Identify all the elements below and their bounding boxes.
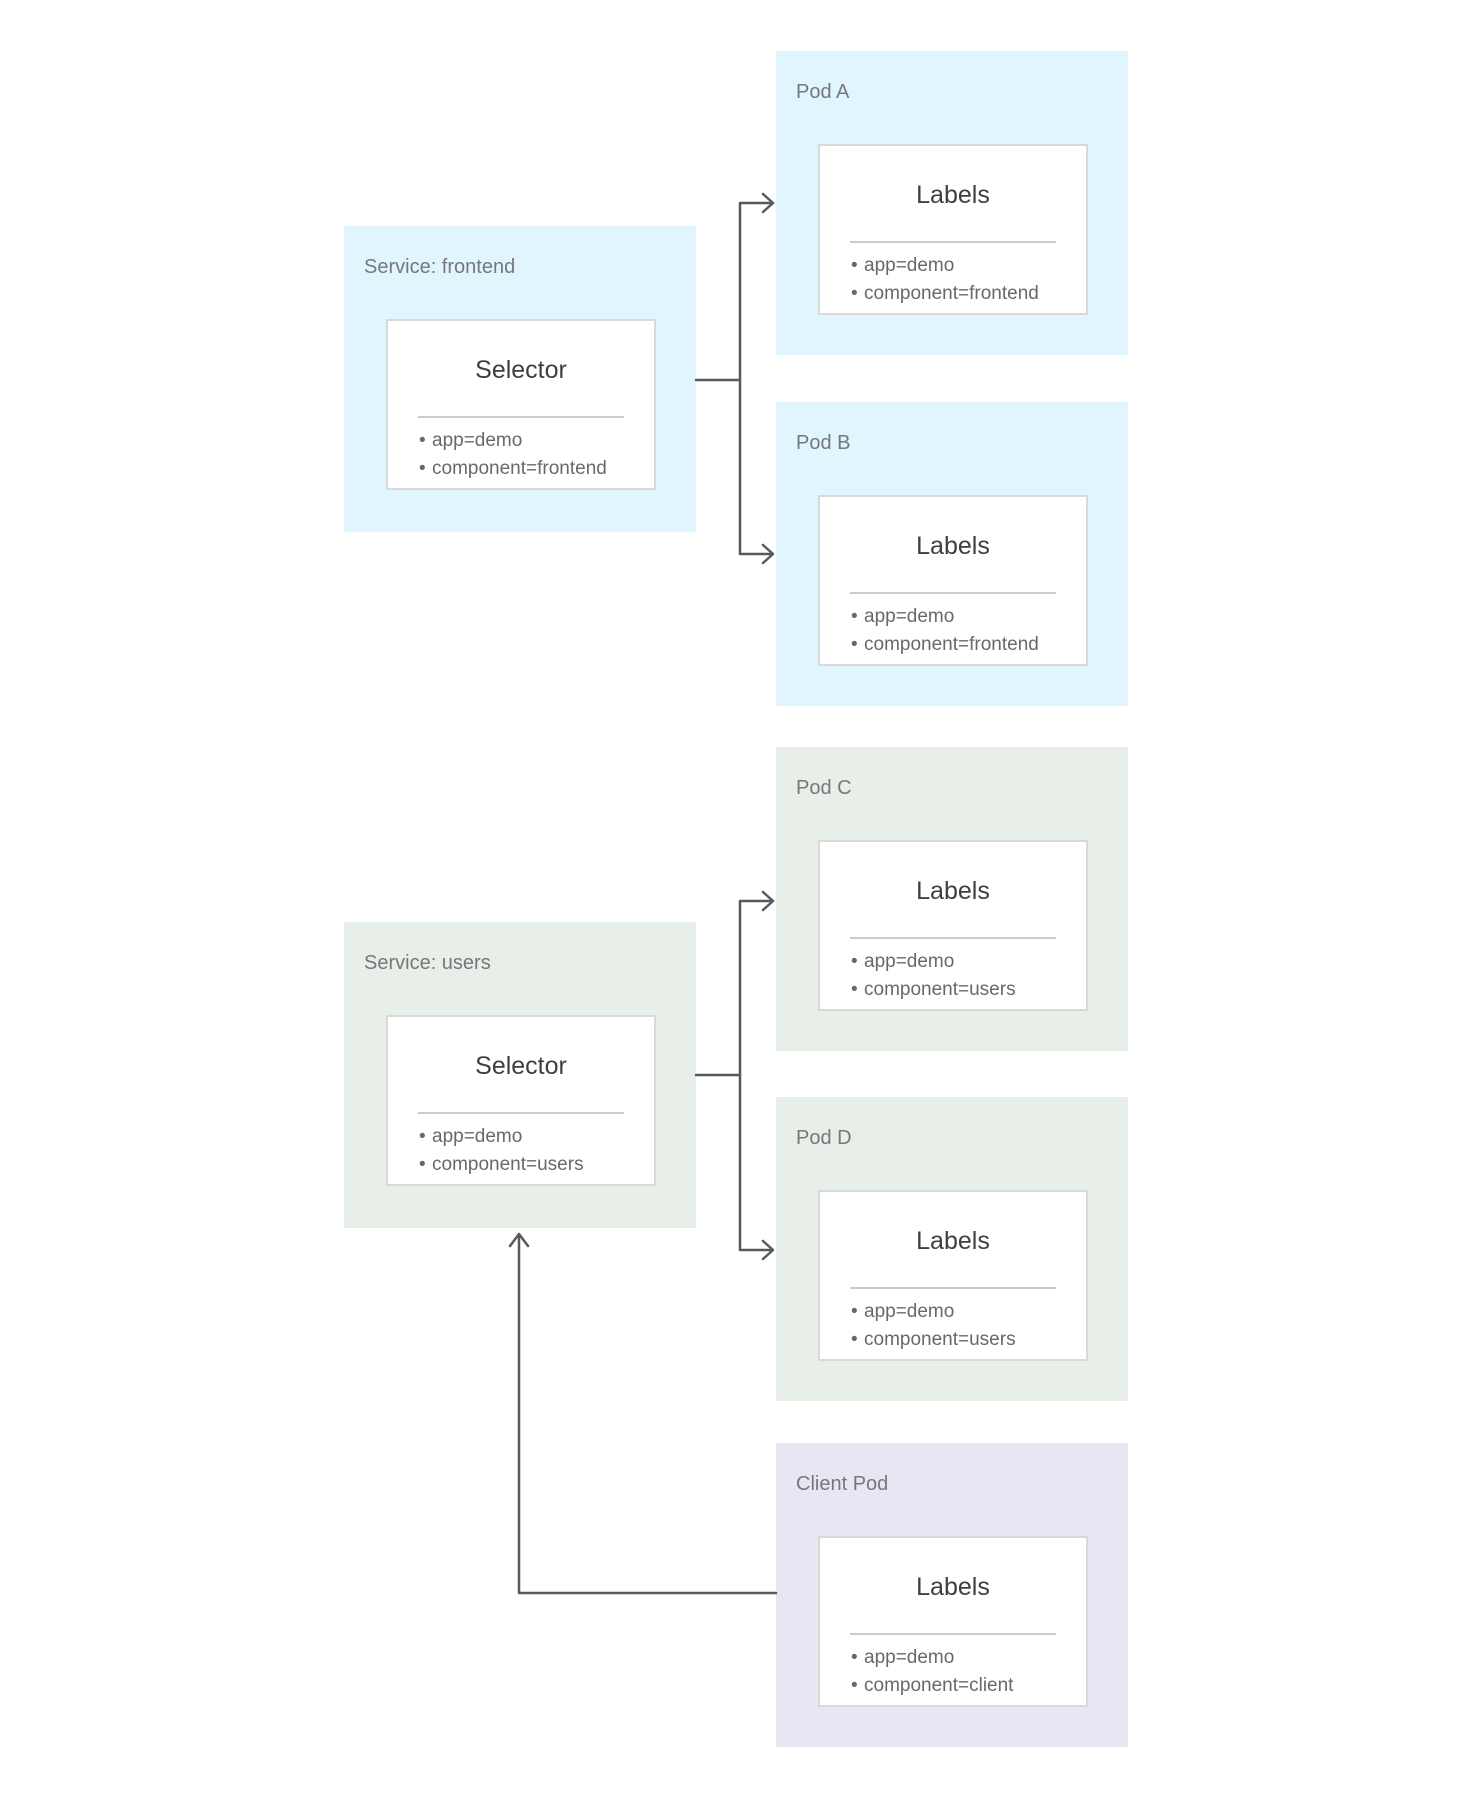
label-items: app=demo component=frontend [820,603,1086,659]
labels-card-title: Labels [916,877,990,905]
pod-d-panel: Pod D Labels app=demo component=users [776,1097,1128,1401]
pod-b-panel: Pod B Labels app=demo component=frontend [776,402,1128,706]
label-items: app=demo component=users [820,1298,1086,1354]
client-pod-panel: Client Pod Labels app=demo component=cli… [776,1443,1128,1747]
service-frontend-selector-card: Selector app=demo component=frontend [386,319,656,490]
selector-items: app=demo component=frontend [388,427,654,483]
pod-a-labels-card: Labels app=demo component=frontend [818,144,1088,315]
service-frontend-panel: Service: frontend Selector app=demo comp… [344,226,696,532]
label-item: component=frontend [851,631,1086,659]
card-divider [418,416,624,418]
client-to-users-arrowhead [508,1232,530,1248]
label-items: app=demo component=users [820,948,1086,1004]
service-users-header: Service: users [364,952,491,974]
card-divider [850,1287,1056,1289]
service-users-selector-card: Selector app=demo component=users [386,1015,656,1186]
label-item: component=users [851,976,1086,1004]
pod-b-labels-card: Labels app=demo component=frontend [818,495,1088,666]
label-item: app=demo [851,603,1086,631]
labels-card-title: Labels [916,181,990,209]
selector-item: app=demo [419,427,654,455]
pod-a-header: Pod A [796,81,850,103]
label-item: app=demo [851,252,1086,280]
labels-card-title: Labels [916,1573,990,1601]
frontend-service-connector [694,201,772,556]
label-item: app=demo [851,948,1086,976]
card-divider [850,937,1056,939]
pod-c-header: Pod C [796,777,852,799]
label-item: component=client [851,1672,1086,1700]
service-frontend-header: Service: frontend [364,256,516,278]
frontend-to-pod-a-arrowhead [761,192,775,214]
users-to-pod-d-arrowhead [761,1239,775,1261]
label-items: app=demo component=frontend [820,252,1086,308]
selector-item: component=frontend [419,455,654,483]
pod-c-labels-card: Labels app=demo component=users [818,840,1088,1011]
labels-card-title: Labels [916,532,990,560]
card-divider [418,1112,624,1114]
card-divider [850,1633,1056,1635]
selector-item: app=demo [419,1123,654,1151]
selector-item: component=users [419,1151,654,1179]
client-pod-header: Client Pod [796,1473,889,1495]
labels-card-title: Labels [916,1227,990,1255]
label-item: component=frontend [851,280,1086,308]
pod-c-panel: Pod C Labels app=demo component=users [776,747,1128,1051]
client-to-users-connector [517,1235,778,1595]
pod-d-labels-card: Labels app=demo component=users [818,1190,1088,1361]
users-service-connector [694,899,772,1252]
pod-a-panel: Pod A Labels app=demo component=frontend [776,51,1128,355]
label-item: app=demo [851,1298,1086,1326]
card-divider [850,592,1056,594]
frontend-to-pod-b-arrowhead [761,543,775,565]
client-pod-labels-card: Labels app=demo component=client [818,1536,1088,1707]
selector-card-title: Selector [475,1052,567,1080]
pod-b-header: Pod B [796,432,851,454]
label-item: component=users [851,1326,1086,1354]
service-users-panel: Service: users Selector app=demo compone… [344,922,696,1228]
pod-d-header: Pod D [796,1127,852,1149]
card-divider [850,241,1056,243]
selector-card-title: Selector [475,356,567,384]
label-item: app=demo [851,1644,1086,1672]
label-items: app=demo component=client [820,1644,1086,1700]
users-to-pod-c-arrowhead [761,890,775,912]
selector-items: app=demo component=users [388,1123,654,1179]
